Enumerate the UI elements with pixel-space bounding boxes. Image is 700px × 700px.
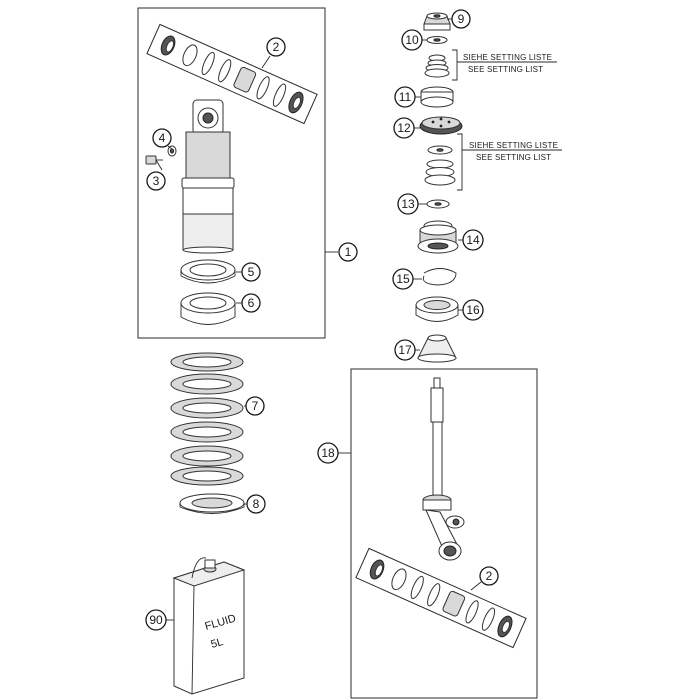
piston [419, 116, 463, 135]
callout-12: 12 [393, 117, 415, 139]
circlip [422, 268, 457, 286]
support-washer [426, 199, 450, 209]
seal-washer [167, 145, 177, 157]
callout-6: 6 [241, 293, 261, 313]
svg-text:13: 13 [401, 197, 415, 211]
shim-stack-top [424, 54, 450, 78]
spring-retainer [179, 493, 245, 514]
svg-text:1: 1 [345, 245, 352, 259]
svg-text:16: 16 [466, 303, 480, 317]
callout-2-bottom: 2 [479, 566, 499, 586]
callout-3: 3 [146, 171, 166, 191]
callout-10: 10 [401, 29, 423, 51]
callout-8: 8 [246, 494, 266, 514]
svg-text:17: 17 [398, 343, 412, 357]
svg-text:7: 7 [252, 399, 259, 413]
svg-text:90: 90 [149, 613, 163, 627]
frame-piston-rod [350, 368, 538, 699]
svg-text:9: 9 [458, 12, 465, 26]
setting-note-en-2: SEE SETTING LIST [476, 153, 551, 162]
svg-text:14: 14 [466, 233, 480, 247]
callout-5: 5 [241, 262, 261, 282]
setting-note-de-1: SIEHE SETTING LISTE [463, 53, 552, 62]
fluid-can: FLUID 5L [172, 557, 246, 695]
seal-head [417, 220, 459, 254]
stop-plate [415, 296, 459, 322]
coil-spring [170, 352, 244, 486]
svg-text:11: 11 [399, 90, 412, 104]
callout-7: 7 [245, 396, 265, 416]
callout-13: 13 [397, 193, 419, 215]
callout-16: 16 [462, 299, 484, 321]
setting-note-de-2: SIEHE SETTING LISTE [469, 141, 558, 150]
shim-stack-lower [424, 145, 456, 186]
callout-17: 17 [394, 339, 416, 361]
bleed-screw [145, 155, 163, 165]
svg-text:10: 10 [405, 33, 419, 47]
collar-nut [423, 12, 451, 31]
svg-text:5: 5 [248, 265, 255, 279]
callout-1: 1 [338, 242, 358, 262]
washer [426, 36, 448, 44]
piston-bushing [420, 86, 454, 108]
bump-rubber [417, 334, 457, 363]
callout-4: 4 [152, 128, 172, 148]
svg-text:15: 15 [396, 272, 410, 286]
callout-9: 9 [451, 9, 471, 29]
callout-90: 90 [145, 609, 167, 631]
shock-absorber-body [181, 99, 235, 254]
svg-text:8: 8 [253, 497, 260, 511]
svg-text:2: 2 [273, 40, 280, 54]
callout-14: 14 [462, 229, 484, 251]
callout-18: 18 [317, 442, 339, 464]
callout-11: 11 [394, 86, 416, 108]
svg-text:4: 4 [159, 131, 166, 145]
svg-text:2: 2 [486, 569, 493, 583]
can-label-line2: 5L [210, 636, 225, 651]
svg-text:3: 3 [153, 174, 160, 188]
svg-text:6: 6 [248, 296, 255, 310]
seal-kit-top [146, 23, 318, 125]
seal-kit-bottom [355, 547, 527, 649]
lock-ring [180, 292, 236, 325]
callout-15: 15 [392, 268, 414, 290]
svg-text:12: 12 [397, 121, 411, 135]
setting-note-en-1: SEE SETTING LIST [468, 65, 543, 74]
adjusting-ring [180, 259, 236, 284]
frame-shock-assembly [137, 7, 326, 339]
piston-rod [422, 377, 465, 561]
callout-2-top: 2 [266, 37, 286, 57]
svg-text:18: 18 [321, 446, 335, 460]
